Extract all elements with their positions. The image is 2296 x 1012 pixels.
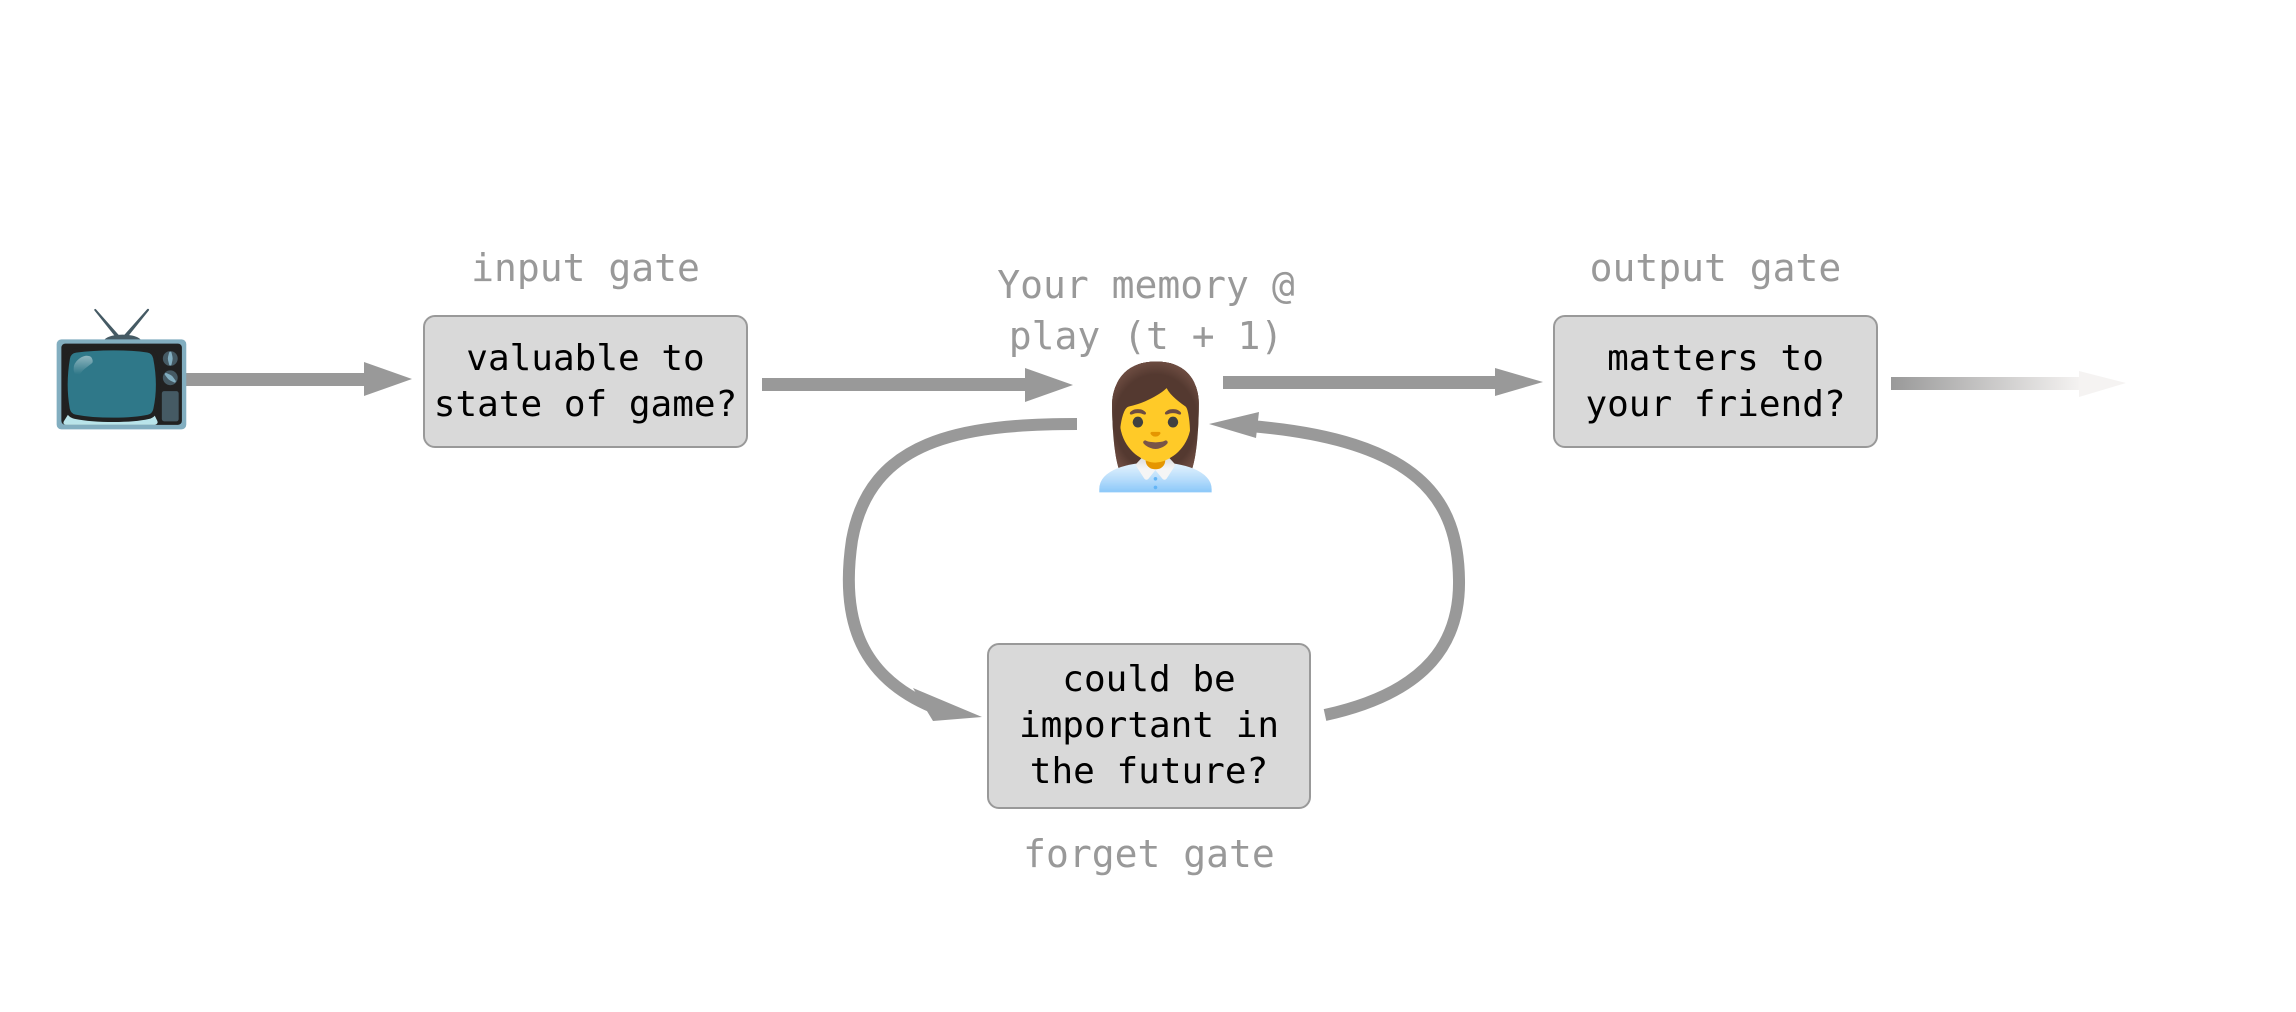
- forget-gate-box: could be important in the future?: [987, 643, 1311, 809]
- arrow-forget-gate-to-memory: [1209, 412, 1466, 721]
- input-gate-label: input gate: [471, 246, 700, 290]
- woman-office-worker-icon: 👩‍💼: [1082, 358, 1229, 496]
- arrow-memory-to-forget-gate: [842, 418, 1078, 721]
- input-gate-box: valuable to state of game?: [423, 315, 748, 448]
- output-gate-box: matters to your friend?: [1553, 315, 1878, 448]
- output-gate-label: output gate: [1589, 246, 1842, 290]
- television-icon: 📺: [48, 295, 195, 433]
- forget-gate-label: forget gate: [1023, 832, 1275, 876]
- arrow-tv-to-input-gate: [181, 362, 412, 396]
- memory-title: Your memory @ play (t + 1): [997, 263, 1295, 358]
- arrow-output-fade: [1891, 371, 2126, 397]
- arrow-memory-to-output-gate: [1223, 368, 1543, 396]
- arrow-input-gate-to-memory: [762, 368, 1073, 402]
